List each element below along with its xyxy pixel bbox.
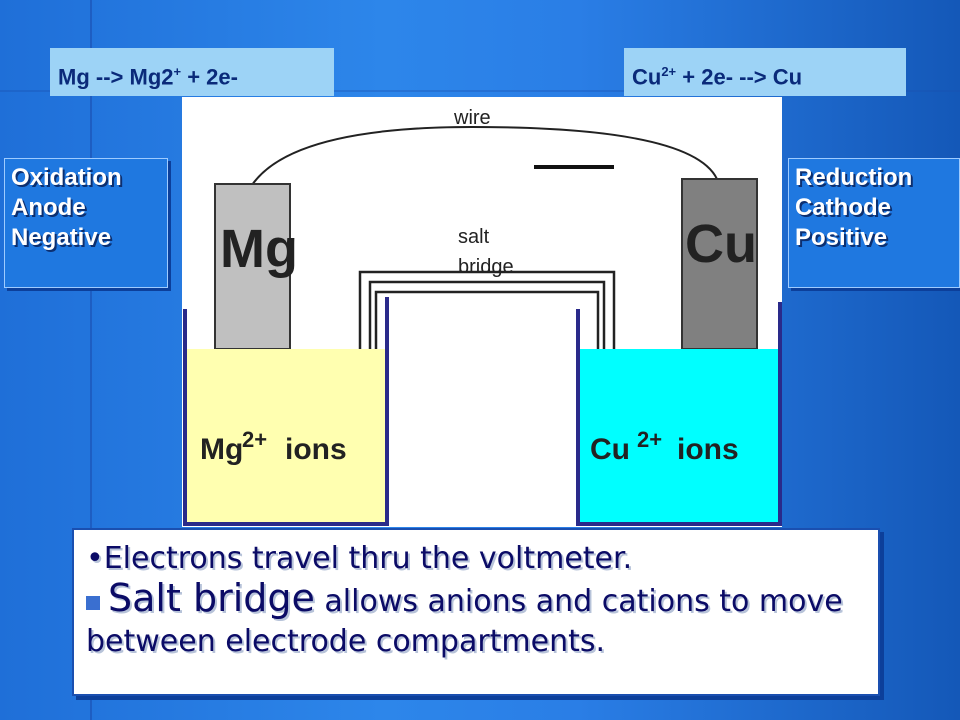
cu-ion-base: Cu bbox=[590, 433, 630, 466]
salt-bridge-inner bbox=[374, 290, 600, 349]
background-vertical-line bbox=[90, 0, 92, 720]
salt-label: salt bbox=[458, 226, 490, 248]
caption-bullet-2: Salt bridge allows anions and cations to… bbox=[86, 578, 866, 662]
reduction-equation-sup: 2+ bbox=[661, 64, 677, 79]
reduction-equation-base: Cu bbox=[632, 64, 662, 90]
galvanic-cell-diagram: wire Mg Cu salt bridge Mg 2+ ions Cu 2+ … bbox=[182, 97, 782, 527]
square-bullet-icon bbox=[86, 595, 100, 610]
mg-solution bbox=[187, 349, 385, 524]
reduction-equation-rest: + 2e- --> Cu bbox=[676, 64, 803, 90]
oxidation-equation: Mg --> Mg2+ + 2e- bbox=[50, 48, 334, 96]
oxidation-info-box: Oxidation Anode Negative bbox=[4, 158, 168, 288]
reduction-equation: Cu2+ + 2e- --> Cu bbox=[624, 48, 906, 96]
oxidation-label: Oxidation bbox=[11, 164, 122, 191]
positive-label: Positive bbox=[795, 224, 888, 251]
salt-bridge-outer bbox=[358, 270, 616, 349]
mg-ion-base: Mg bbox=[200, 433, 243, 466]
wire-label: wire bbox=[453, 107, 491, 129]
reduction-info-box: Reduction Cathode Positive bbox=[788, 158, 960, 288]
cu-ion-charge: 2+ bbox=[637, 427, 662, 452]
cathode-label: Cathode bbox=[795, 194, 891, 221]
wire-path bbox=[251, 125, 718, 186]
cu-electrode-label: Cu bbox=[685, 214, 757, 274]
oxidation-equation-sup: + bbox=[173, 64, 182, 79]
anode-label: Anode bbox=[11, 194, 86, 221]
caption-bullet-2-text: allows anions and cations to move betwee… bbox=[86, 584, 843, 659]
mg-electrode-label: Mg bbox=[220, 219, 298, 279]
oxidation-equation-base: Mg --> Mg2 bbox=[58, 64, 174, 90]
right-beaker-wall bbox=[576, 302, 782, 526]
mg-ion-word: ions bbox=[285, 433, 347, 466]
mg-ion-charge: 2+ bbox=[242, 427, 267, 452]
cu-solution bbox=[580, 349, 778, 524]
cell-svg: wire Mg Cu salt bridge Mg 2+ ions Cu 2+ … bbox=[183, 107, 782, 526]
oxidation-equation-rest: + 2e- bbox=[181, 64, 238, 90]
bridge-label: bridge bbox=[458, 256, 514, 278]
caption-bullet-1-text: Electrons travel thru the voltmeter. bbox=[103, 541, 633, 576]
reduction-label: Reduction bbox=[795, 164, 913, 191]
cu-ion-word: ions bbox=[677, 433, 739, 466]
caption-bullet-2-emphasis: Salt bridge bbox=[108, 576, 315, 620]
caption-bullet-1: •Electrons travel thru the voltmeter. bbox=[86, 541, 633, 576]
background-horizontal-line bbox=[0, 90, 960, 92]
caption-box: •Electrons travel thru the voltmeter. Sa… bbox=[72, 528, 880, 696]
mg-electrode bbox=[214, 183, 291, 350]
left-beaker-wall bbox=[183, 297, 389, 526]
salt-bridge-mid bbox=[368, 280, 606, 349]
negative-label: Negative bbox=[11, 224, 112, 251]
